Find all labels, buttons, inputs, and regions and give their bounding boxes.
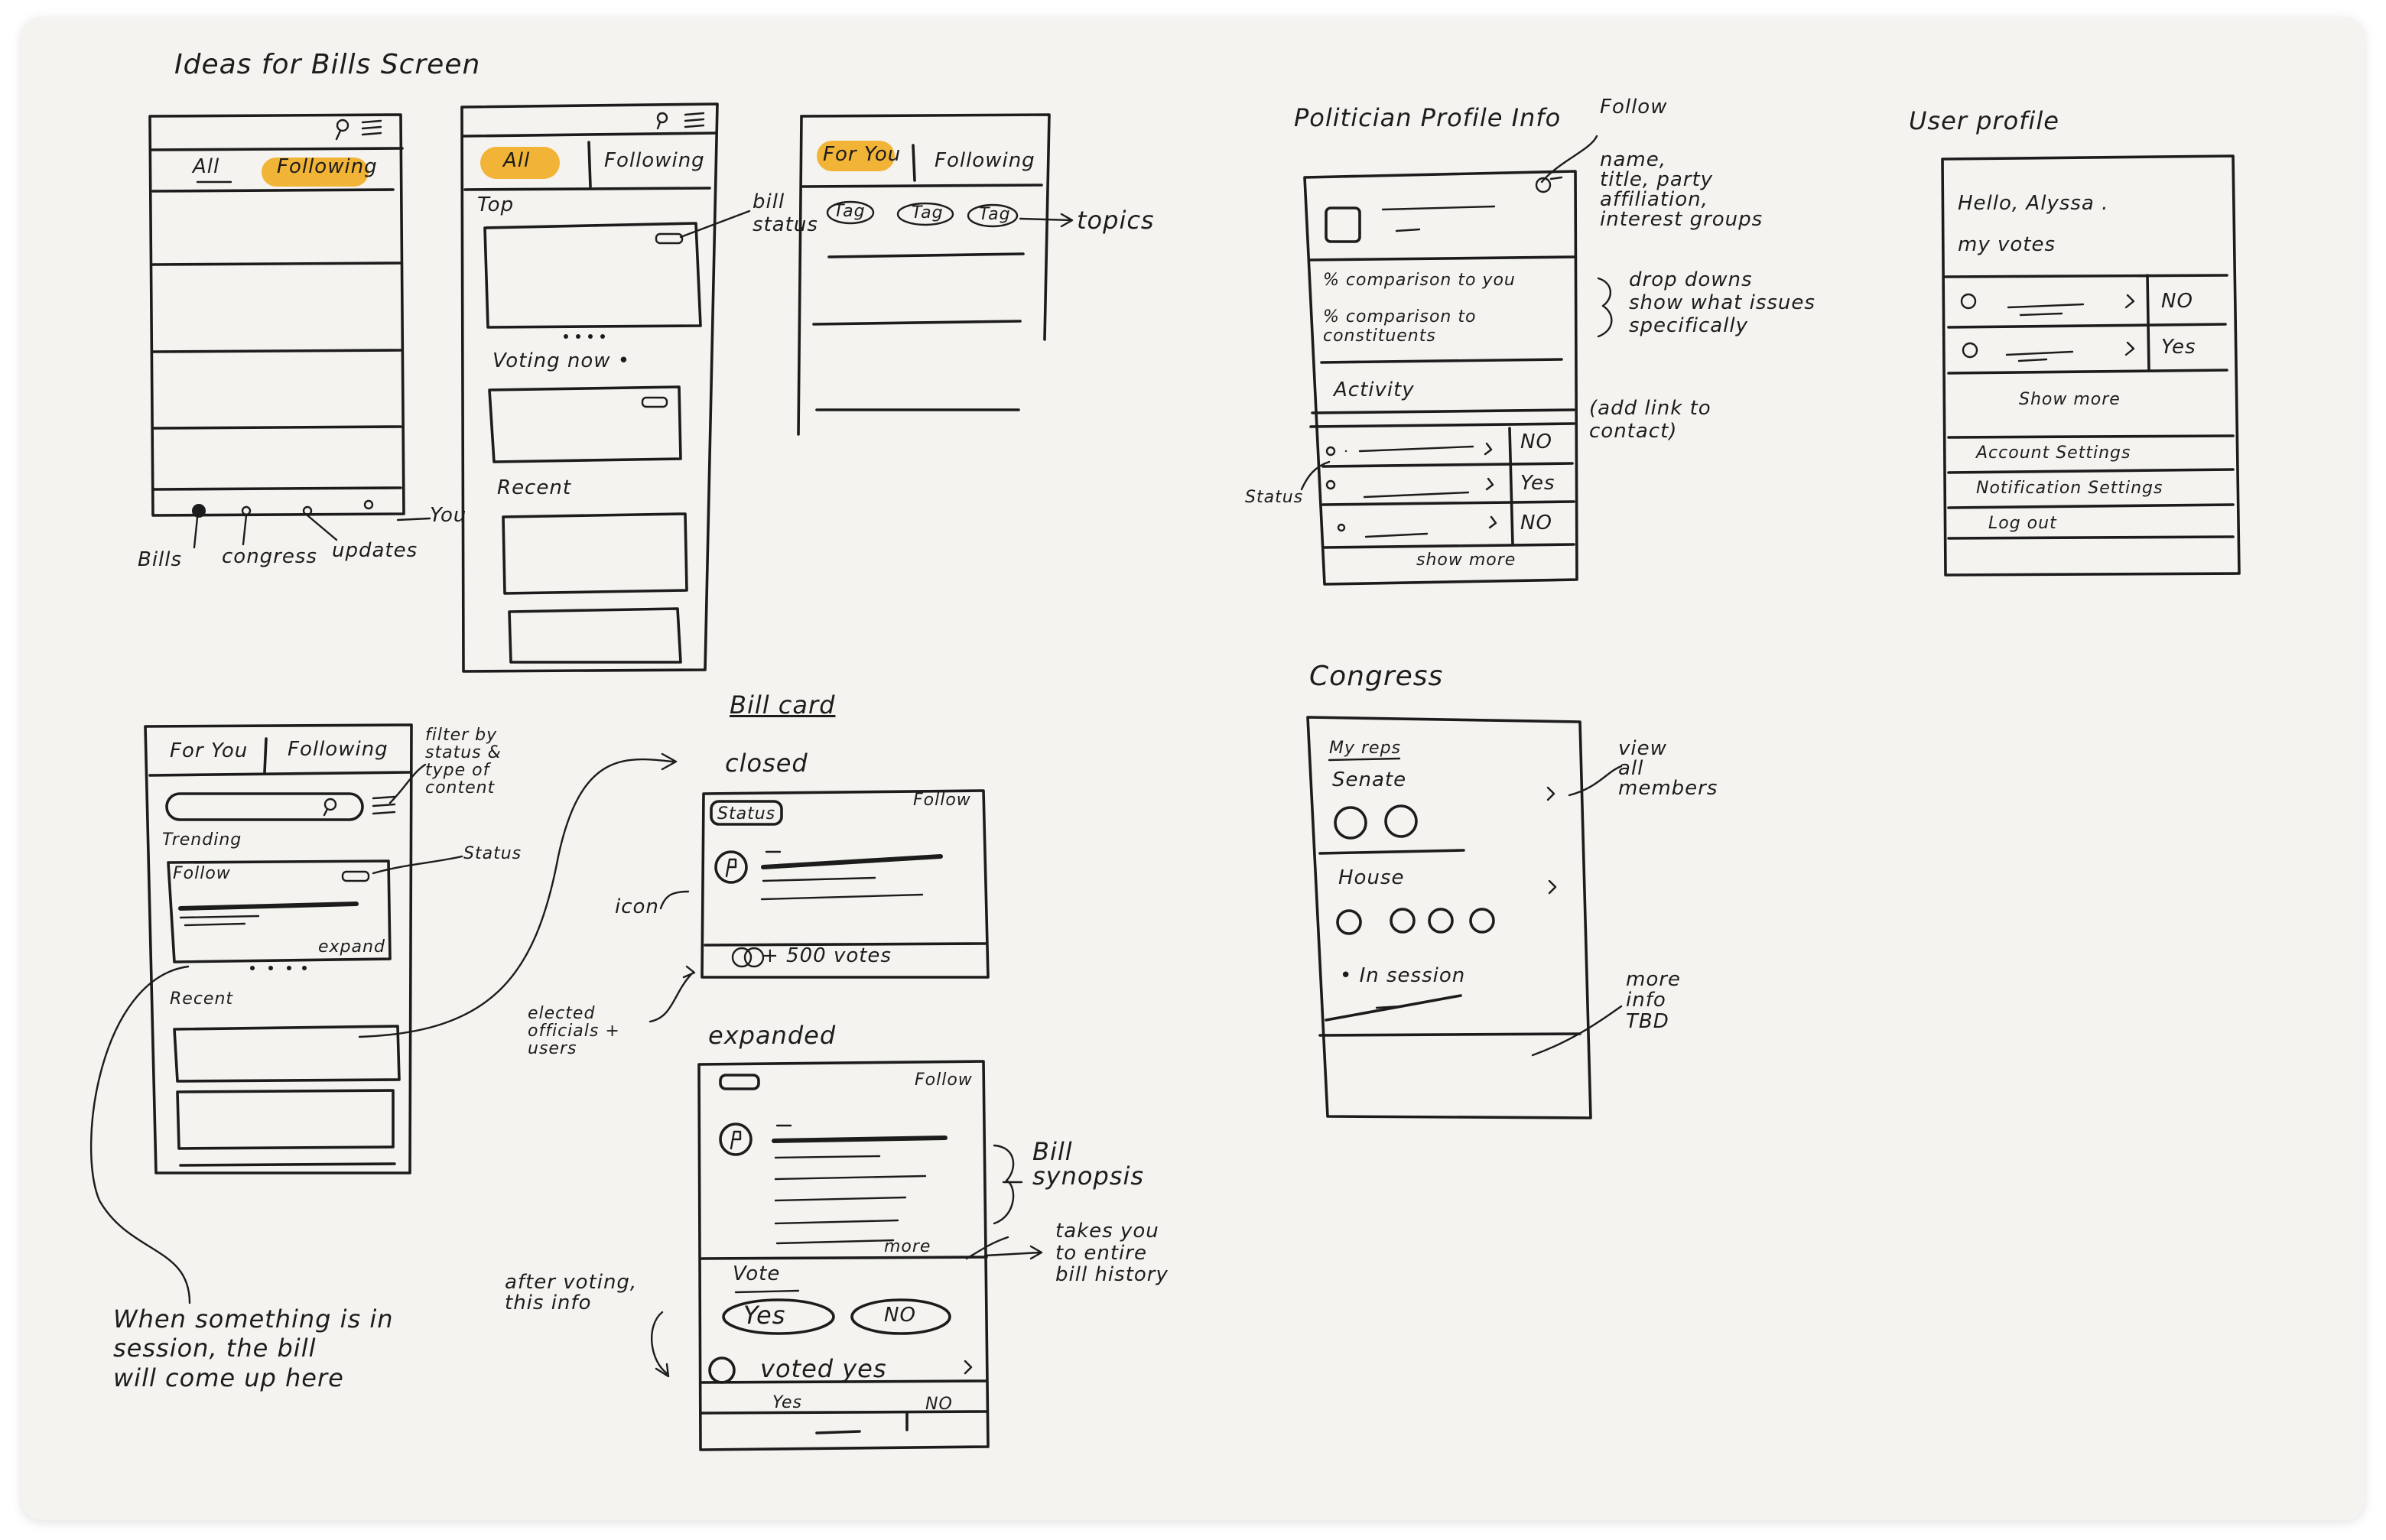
view-all-note: view all members xyxy=(1618,737,1718,800)
in-session-label: • In session xyxy=(1340,964,1466,987)
status-note: Status xyxy=(1245,488,1304,507)
politician-heading: Politician Profile Info xyxy=(1294,103,1562,132)
section-recent: Recent xyxy=(497,476,572,499)
follow-link[interactable]: Follow xyxy=(173,864,231,883)
history-note: takes you to entire bill history xyxy=(1055,1220,1169,1287)
search-icon xyxy=(335,119,349,141)
tab-all[interactable]: All xyxy=(503,149,531,172)
greeting: Hello, Alyssa . xyxy=(1958,192,2109,215)
congress-frame xyxy=(1306,716,1623,1119)
closed-heading: closed xyxy=(725,749,808,778)
nav-congress[interactable]: congress xyxy=(222,545,317,568)
synopsis-note: Bill synopsis xyxy=(1032,1137,1145,1191)
my-votes-heading: my votes xyxy=(1958,233,2056,256)
hamburger-menu-icon xyxy=(361,119,382,136)
name-note: name, title, party affiliation, interest… xyxy=(1600,148,1763,231)
account-settings-item[interactable]: Account Settings xyxy=(1976,443,2131,463)
votes-count: + 500 votes xyxy=(762,944,892,967)
activity-heading: Activity xyxy=(1334,379,1415,401)
vote-yes-button[interactable]: Yes xyxy=(743,1301,786,1330)
tag-chip[interactable]: Tag xyxy=(912,203,944,223)
tag-chip[interactable]: Tag xyxy=(979,205,1011,224)
officials-note: elected officials + users xyxy=(528,1004,620,1059)
congress-heading: Congress xyxy=(1309,661,1444,692)
activity-vote-3: NO xyxy=(1520,512,1552,534)
vote-no-button[interactable]: NO xyxy=(884,1304,916,1327)
senate-row[interactable]: Senate xyxy=(1332,768,1407,791)
show-more-link[interactable]: Show more xyxy=(2019,390,2121,409)
tab-for-you[interactable]: For You xyxy=(170,739,249,762)
section-voting-now: Voting now • xyxy=(492,349,631,372)
wireframe-1-frame xyxy=(148,113,405,517)
my-vote-1: NO xyxy=(2161,290,2193,313)
bill-icon xyxy=(714,850,748,884)
expanded-heading: expanded xyxy=(708,1021,837,1050)
hamburger-menu-icon xyxy=(684,112,705,128)
after-voting-note: after voting, this info xyxy=(505,1271,638,1315)
voted-yes-label: voted yes xyxy=(760,1354,887,1383)
log-out-item[interactable]: Log out xyxy=(1988,514,2057,533)
nav-updates[interactable]: updates xyxy=(332,539,418,562)
expand-link[interactable]: expand xyxy=(318,937,385,957)
bottom-nav xyxy=(192,499,431,549)
bill-card-closed xyxy=(649,789,990,1023)
bill-card-heading: Bill card xyxy=(730,690,836,720)
trending-heading: Trending xyxy=(162,830,242,850)
tab-for-you[interactable]: For You xyxy=(823,143,902,166)
bill-card-expanded xyxy=(651,1060,1043,1451)
section-top: Top xyxy=(477,193,515,216)
contact-note: (add link to contact) xyxy=(1589,397,1711,443)
show-more-link[interactable]: show more xyxy=(1416,551,1516,570)
follow-button[interactable]: Follow xyxy=(915,1071,973,1090)
tag-chip[interactable]: Tag xyxy=(834,202,866,221)
topics-note: topics xyxy=(1077,206,1155,235)
my-vote-2: Yes xyxy=(2161,336,2196,359)
result-yes: Yes xyxy=(772,1393,803,1412)
activity-vote-2: Yes xyxy=(1520,472,1555,495)
more-info-note: more info TBD xyxy=(1626,968,1681,1033)
more-link[interactable]: more xyxy=(884,1237,931,1256)
vote-heading: Vote xyxy=(733,1262,781,1285)
session-note: When something is in session, the bill w… xyxy=(113,1304,394,1392)
result-no: NO xyxy=(925,1395,953,1414)
tab-following[interactable]: Following xyxy=(277,155,378,178)
page-title: Ideas for Bills Screen xyxy=(174,49,481,80)
follow-icon xyxy=(1535,177,1552,193)
bill-icon xyxy=(719,1123,753,1156)
recent-heading: Recent xyxy=(170,989,234,1009)
search-icon xyxy=(323,798,337,817)
tab-following[interactable]: Following xyxy=(935,149,1035,172)
status-note: Status xyxy=(463,844,522,863)
house-row[interactable]: House xyxy=(1338,866,1405,889)
nav-bills[interactable]: Bills xyxy=(138,548,183,571)
my-reps-heading: My reps xyxy=(1329,739,1402,758)
user-profile-frame xyxy=(1941,154,2241,577)
comparison-you-dropdown[interactable]: % comparison to you xyxy=(1323,271,1516,290)
filter-note: filter by status & type of content xyxy=(425,726,502,798)
notification-settings-item[interactable]: Notification Settings xyxy=(1976,479,2163,498)
wireframe-2-frame xyxy=(460,102,751,673)
tab-following[interactable]: Following xyxy=(604,149,705,172)
wireframe-3-frame xyxy=(797,113,1074,436)
dropdown-note: drop downs show what issues specifically xyxy=(1629,268,1816,337)
status-tag: Status xyxy=(717,804,776,824)
follow-button[interactable]: Follow xyxy=(913,791,971,810)
search-icon xyxy=(656,112,668,130)
tab-all[interactable]: All xyxy=(193,155,220,178)
user-profile-heading: User profile xyxy=(1909,106,2059,135)
icon-note: icon xyxy=(615,895,659,918)
tab-following[interactable]: Following xyxy=(288,738,388,761)
bill-status-note: bill status xyxy=(753,190,818,236)
comparison-constituents-dropdown[interactable]: % comparison to constituents xyxy=(1323,307,1477,346)
follow-note: Follow xyxy=(1600,96,1668,119)
feed-frame xyxy=(89,723,678,1304)
activity-vote-1: NO xyxy=(1520,430,1552,453)
politician-frame xyxy=(1300,135,1613,586)
nav-you[interactable]: You xyxy=(430,504,467,527)
